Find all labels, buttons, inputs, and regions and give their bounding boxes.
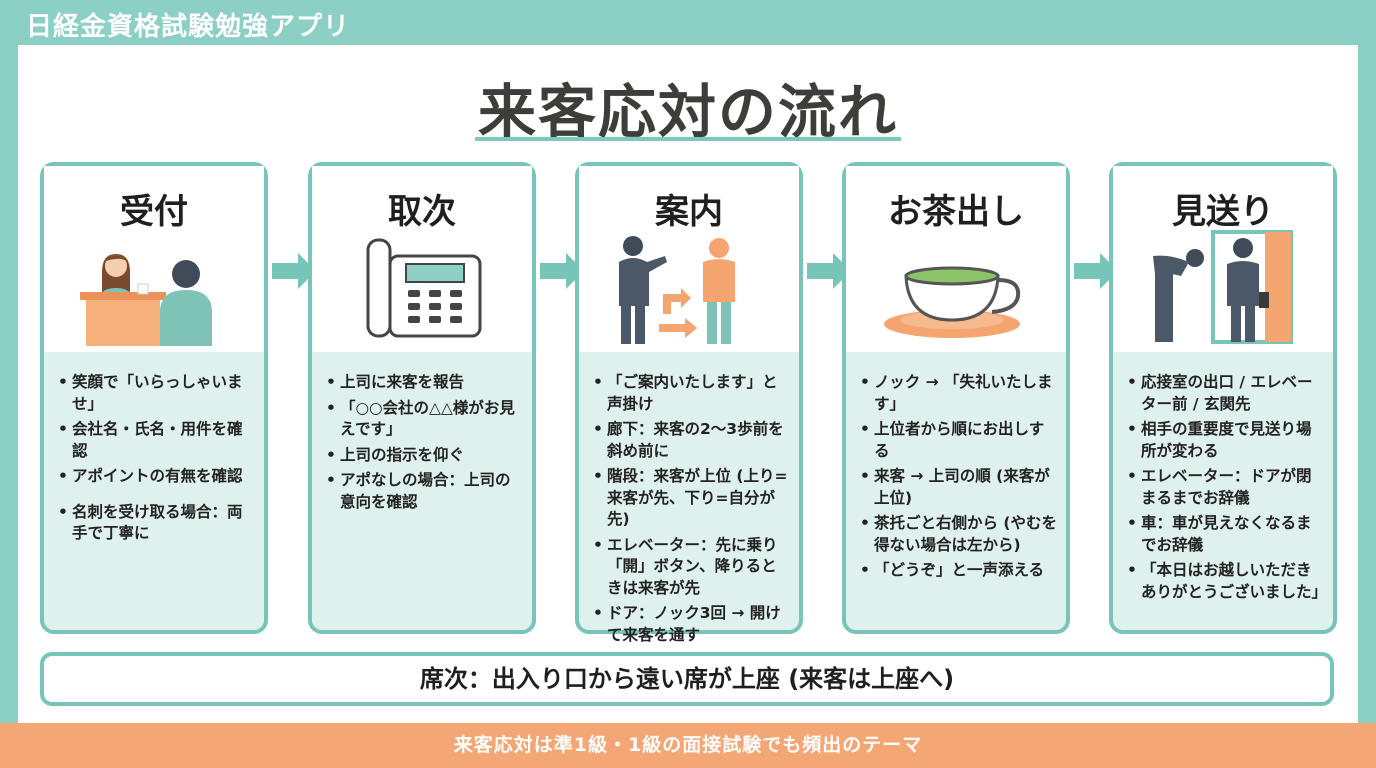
list-item: 名刺を受け取る場合：両手で丁寧に: [58, 502, 256, 545]
list-item: 相手の重要度で見送り場所が変わる: [1127, 419, 1325, 462]
list-item: 上司の指示を仰ぐ: [326, 445, 524, 467]
list-item: エレベーター：ドアが閉まるまでお辞儀: [1127, 466, 1325, 509]
step-item-list: 応接室の出口 / エレベーター前 / 玄関先 相手の重要度で見送り場所が変わる …: [1127, 372, 1327, 607]
list-item: 茶托ごと右側から (やむを得ない場合は左から): [860, 513, 1058, 556]
card-header: 取次: [312, 166, 532, 352]
card-title: 見送り: [1172, 192, 1274, 232]
bowing-person-icon: [1153, 230, 1293, 344]
card-title: 取次: [388, 192, 456, 232]
card-title: お茶出し: [888, 192, 1024, 232]
list-item: 廊下：来客の2〜3歩前を斜め前に: [593, 419, 791, 462]
step-card-guidance: 案内 「ご案内いたします」と声掛け 廊下：来客の2〜3歩前を斜め前に 階段：来客…: [575, 162, 803, 644]
receptionist-icon: [80, 254, 212, 346]
list-item: 笑顔で「いらっしゃいませ」: [58, 372, 256, 415]
guide-person-icon: [619, 236, 735, 344]
step-card-tea-serving: お茶出し ノック → 「失礼いたします」 上位者から順にお出しする 来客 → 上…: [842, 162, 1070, 634]
footer-banner: 来客応対は準1級・1級の面接試験でも頻出のテーマ: [0, 723, 1376, 768]
card-header: 見送り: [1113, 166, 1333, 352]
step-item-list: 上司に来客を報告 「○○会社の△△様がお見えです」 上司の指示を仰ぐ アポなしの…: [326, 372, 524, 517]
list-item: アポイントの有無を確認: [58, 466, 256, 488]
arrow-right-icon: [540, 253, 584, 289]
list-item: 階段：来客が上位 (上り=来客が先、下り=自分が先): [593, 466, 791, 531]
list-item: 「ご案内いたします」と声掛け: [593, 372, 791, 415]
telephone-icon: [366, 238, 482, 338]
arrow-right-icon: [1074, 253, 1118, 289]
teacup-icon: [884, 266, 1021, 338]
list-item: 会社名・氏名・用件を確認: [58, 419, 256, 462]
step-item-list: ノック → 「失礼いたします」 上位者から順にお出しする 来客 → 上司の順 (…: [860, 372, 1058, 586]
page-title: 来客応対の流れ: [477, 78, 898, 146]
list-item: 車：車が見えなくなるまでお辞儀: [1127, 513, 1325, 556]
title-underline: [475, 137, 901, 141]
step-card-seeing-off: 見送り 応接室の出口 / エレベーター前 / 玄関先 相手の重要度で見送り場所が…: [1109, 162, 1337, 634]
content-panel: 来客応対の流れ 受付 笑顔で「いらっしゃいませ」 会社名・氏名・用件を: [18, 45, 1358, 723]
card-header: 案内: [579, 166, 799, 352]
arrow-right-icon: [272, 253, 316, 289]
arrow-right-icon: [807, 253, 851, 289]
card-title: 受付: [120, 192, 188, 232]
list-item: ノック → 「失礼いたします」: [860, 372, 1058, 415]
list-item: 応接室の出口 / エレベーター前 / 玄関先: [1127, 372, 1325, 415]
card-title: 案内: [655, 192, 723, 232]
list-item: 上司に来客を報告: [326, 372, 524, 394]
app-title: 日経金資格試験勉強アプリ: [26, 12, 351, 42]
list-item: 「○○会社の△△様がお見えです」: [326, 398, 524, 441]
card-header: 受付: [44, 166, 264, 352]
list-item: 上位者から順にお出しする: [860, 419, 1058, 462]
step-item-list: 「ご案内いたします」と声掛け 廊下：来客の2〜3歩前を斜め前に 階段：来客が上位…: [593, 372, 791, 650]
list-item: 「本日はお越しいただきありがとうございました」: [1127, 560, 1327, 603]
list-item: エレベーター：先に乗り「開」ボタン、降りるときは来客が先: [593, 535, 791, 600]
card-header: お茶出し: [846, 166, 1066, 352]
list-item: 来客 → 上司の順 (来客が上位): [860, 466, 1058, 509]
list-item: アポなしの場合：上司の意向を確認: [326, 470, 524, 513]
list-item: 「どうぞ」と一声添える: [860, 560, 1058, 582]
step-card-reception: 受付 笑顔で「いらっしゃいませ」 会社名・氏名・用件を確認 アポイントの有無を確…: [40, 162, 268, 634]
list-item: ドア：ノック3回 → 開けて来客を通す: [593, 603, 791, 646]
step-card-relay: 取次 上司に来客を報告 「○○会社の△△様がお見えです」 上司の指示を仰ぐ アポ…: [308, 162, 536, 634]
seating-note: 席次：出入り口から遠い席が上座 (来客は上座へ): [40, 652, 1334, 706]
step-item-list: 笑顔で「いらっしゃいませ」 会社名・氏名・用件を確認 アポイントの有無を確認 名…: [58, 372, 256, 549]
